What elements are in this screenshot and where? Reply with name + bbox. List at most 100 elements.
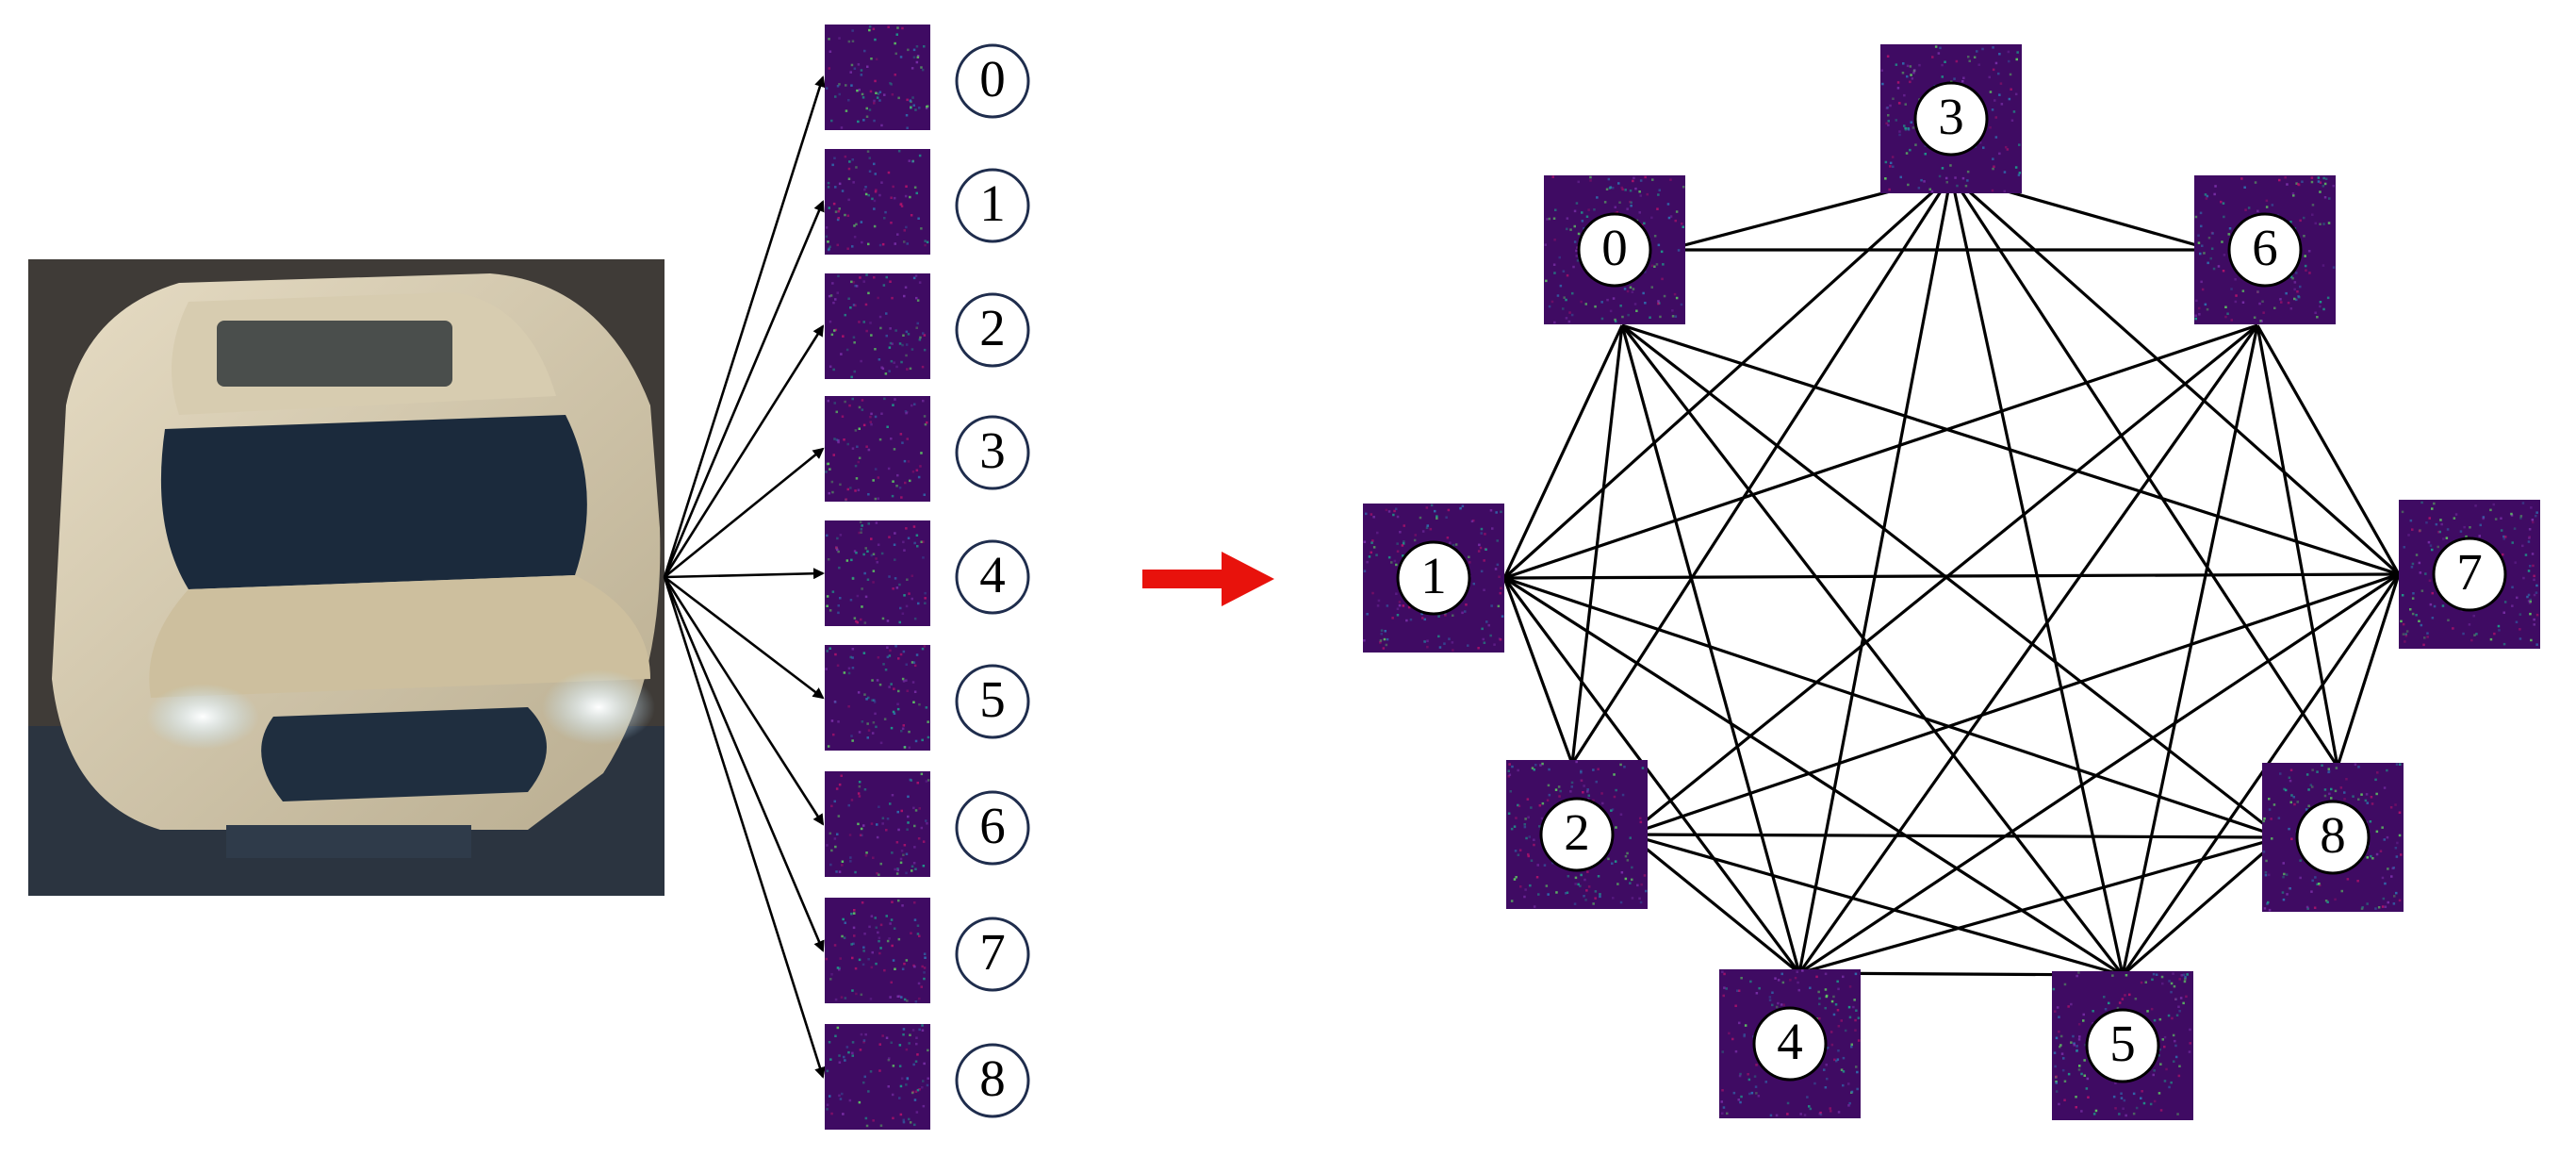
graph-node-label-1-text: 1 [1420,547,1447,604]
edge-1-8 [1503,576,2282,839]
edge-3-2 [1570,174,1953,765]
fan-arrow-2 [663,324,825,578]
feature-patch-0 [825,25,930,130]
graph-node-label-5: 5 [2085,1008,2160,1083]
patch-label-4: 4 [955,539,1030,615]
edge-6-1 [1503,323,2258,580]
edge-2-4 [1627,833,1801,975]
edge-6-4 [1797,324,2259,974]
edge-8-4 [1798,835,2282,975]
edge-1-4 [1502,577,1801,974]
graph-node-label-6: 6 [2227,212,2303,288]
fan-arrow-8 [663,576,826,1079]
fan-arrow-0 [663,75,826,578]
car-hood [149,575,651,698]
edge-0-1 [1502,324,1624,579]
car-windshield [160,415,587,589]
edge-3-8 [1949,174,2339,768]
patch-label-3: 3 [955,415,1030,490]
car-photo [28,259,665,896]
feature-patch-7 [825,898,930,1003]
car-headlight-left [146,684,259,750]
edge-1-7 [1503,572,2400,580]
graph-node-1: 1 [1363,504,1504,653]
graph-node-label-4-text: 4 [1777,1013,1803,1070]
fan-out-arrows [663,75,826,1079]
graph-node-0: 0 [1544,175,1685,324]
patch-label-5-text: 5 [979,670,1006,728]
graph-node-5: 5 [2052,971,2193,1120]
edge-7-4 [1798,572,2400,975]
feature-patch-5 [825,645,930,751]
fan-arrow-6 [663,576,825,826]
graph-node-label-3-text: 3 [1938,88,1964,145]
graph-node-label-8: 8 [2295,800,2371,875]
edge-3-1 [1502,173,1953,580]
car-grille [261,707,547,801]
graph-node-label-3: 3 [1913,81,1989,157]
graph-node-label-7: 7 [2432,537,2507,612]
patch-label-7-text: 7 [979,923,1006,981]
transition-arrow [1142,552,1274,606]
fan-arrow-3 [664,447,825,579]
feature-patch-6 [825,771,930,877]
car-sunroof [217,321,452,387]
graph-node-4: 4 [1719,969,1861,1118]
edge-6-7 [2256,324,2401,575]
patch-label-0-text: 0 [979,50,1006,107]
graph-node-label-1: 1 [1396,540,1471,616]
patch-label-1-text: 1 [979,174,1006,232]
edge-0-4 [1620,324,1801,974]
edge-6-2 [1627,323,2259,836]
feature-patch-1 [825,149,930,255]
graph-node-label-0: 0 [1577,212,1652,288]
patch-label-8-text: 8 [979,1049,1006,1107]
graph-node-label-6-text: 6 [2252,219,2278,276]
graph-edges [1502,173,2401,977]
patch-label-0: 0 [955,43,1030,119]
patch-column: 0 1 2 3 4 5 6 7 8 [825,25,1030,1130]
graph-node-8: 8 [2262,763,2404,912]
patch-label-6: 6 [955,790,1030,866]
patch-label-4-text: 4 [979,546,1006,603]
edge-0-5 [1620,324,2125,976]
graph-node-2: 2 [1506,760,1648,909]
fan-arrow-7 [663,576,825,952]
feature-patch-3 [825,396,930,502]
edge-0-7 [1621,323,2400,576]
patch-label-2-text: 2 [979,299,1006,356]
fan-arrow-5 [664,575,825,700]
car-headlight-right [542,669,655,745]
patch-label-1: 1 [955,168,1030,243]
edge-6-5 [2121,324,2259,976]
graph-node-label-5-text: 5 [2109,1015,2136,1072]
edge-3-4 [1797,174,1953,974]
graph-node-label-4: 4 [1752,1006,1828,1082]
edge-3-7 [1949,173,2401,576]
graph-node-label-0-text: 0 [1601,219,1628,276]
edge-0-8 [1621,323,2282,839]
edge-7-5 [2121,573,2401,976]
graph-node-7: 7 [2399,500,2540,649]
edge-1-2 [1502,577,1574,765]
graph-nodes: 3 0 6 1 7 2 8 4 5 [1363,44,2540,1120]
patch-label-6-text: 6 [979,797,1006,854]
edge-7-2 [1628,572,2400,836]
edge-0-2 [1570,324,1624,765]
fan-arrow-1 [663,200,825,578]
graph-node-label-2: 2 [1539,797,1615,872]
edge-2-8 [1628,833,2282,839]
edge-8-5 [2121,835,2283,977]
patch-label-2: 2 [955,292,1030,368]
feature-patch-8 [825,1024,930,1130]
patch-label-3-text: 3 [979,421,1006,479]
graph-node-label-2-text: 2 [1564,803,1590,861]
feature-patch-4 [825,520,930,626]
patch-label-8: 8 [955,1043,1030,1118]
graph-node-6: 6 [2194,175,2336,324]
graph-node-3: 3 [1880,44,2022,193]
patch-label-5: 5 [955,664,1030,739]
graph-node-label-7-text: 7 [2456,543,2483,601]
feature-patch-2 [825,273,930,379]
